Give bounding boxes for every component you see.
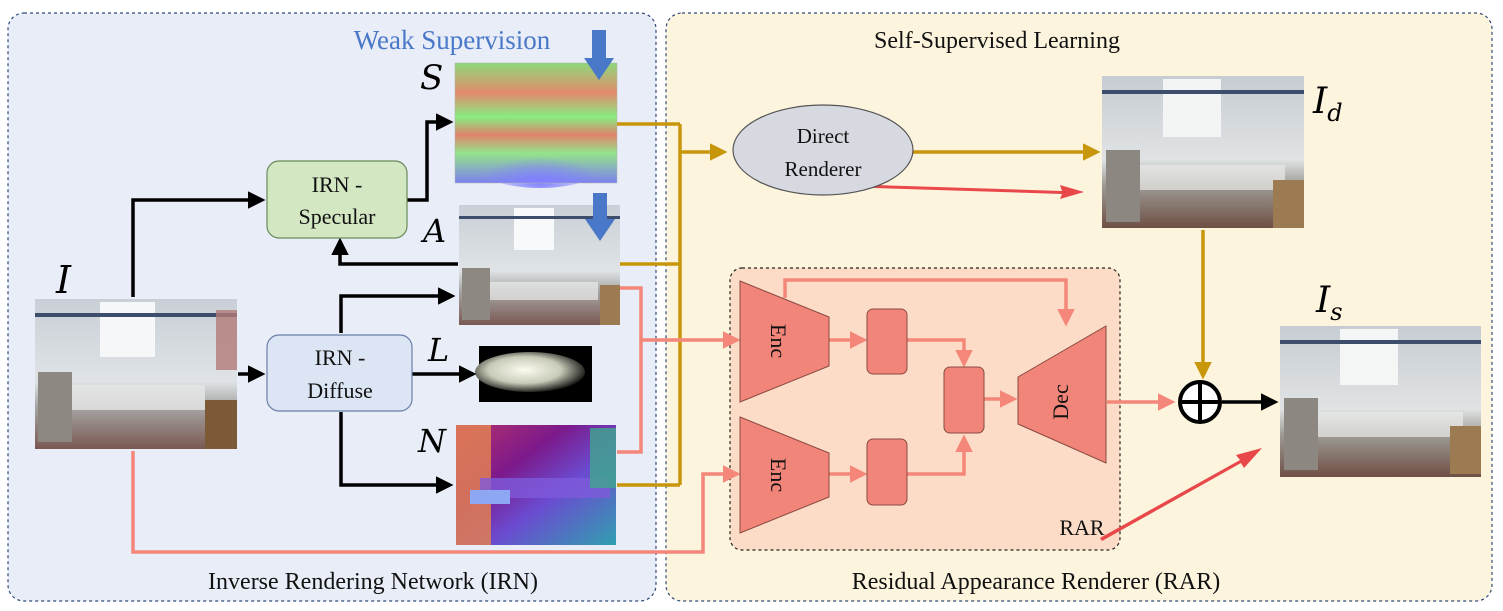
rar-encoder-top: Enc — [739, 280, 830, 403]
irn-diffuse-module: IRN - Diffuse — [266, 334, 413, 412]
red-arrow-to-direct-render — [812, 183, 1084, 199]
irn-specular-line2: Specular — [299, 204, 377, 229]
rar-decoder-label: Dec — [1048, 384, 1073, 420]
sum-node-icon — [1178, 380, 1222, 424]
rar-label: RAR — [1059, 515, 1105, 540]
rar-latent-bottom — [866, 438, 908, 506]
a-to-specular-arrow — [331, 237, 458, 266]
direct-renderer-line2: Renderer — [785, 157, 862, 181]
n-to-top-enc-line — [617, 340, 643, 454]
irn-specular-module: IRN - Specular — [266, 160, 408, 239]
input-symbol: I — [55, 258, 72, 302]
lighting-symbol: L — [427, 331, 449, 369]
input-to-specular-arrow — [131, 191, 266, 297]
irn-connections — [131, 113, 1279, 494]
rar-merge-block — [943, 366, 985, 434]
irn-panel-title: Inverse Rendering Network (IRN) — [208, 569, 538, 595]
diffuse-to-a-arrow — [339, 287, 456, 333]
latent-top-to-merge-arrow — [906, 338, 973, 368]
irn-specular-line1: IRN - — [312, 172, 363, 197]
rar-encoder-bottom: Enc — [739, 416, 830, 534]
specular-symbol: S — [420, 58, 443, 98]
weak-supervision-arrow-specular — [584, 30, 614, 80]
direct-renderer-module: Direct Renderer — [732, 104, 914, 196]
rar-panel-footer: Residual Appearance Renderer (RAR) — [852, 569, 1221, 595]
albedo-symbol: A — [420, 212, 446, 250]
rar-encoder-bottom-label: Enc — [766, 458, 791, 492]
a-to-top-enc-arrow — [620, 286, 741, 349]
specular-map-image — [454, 62, 618, 188]
gold-connections — [617, 122, 1212, 487]
direct-render-symbol-main: I — [1312, 81, 1328, 122]
latent-bottom-to-merge-arrow — [906, 434, 973, 476]
direct-render-symbol-sub: d — [1327, 99, 1342, 127]
rar-encoder-top-label: Enc — [766, 324, 791, 358]
red-annotation-arrows — [812, 183, 1262, 541]
normal-map-image — [456, 425, 616, 545]
final-render-symbol: Is — [1315, 280, 1343, 326]
direct-render-symbol: Id — [1312, 81, 1343, 127]
direct-render-image — [1102, 76, 1304, 228]
irn-diffuse-line2: Diffuse — [307, 378, 373, 403]
direct-renderer-line1: Direct — [797, 124, 850, 148]
pink-connections — [131, 278, 1176, 554]
normal-symbol: N — [417, 422, 447, 460]
skip-connection-arrow — [783, 278, 1075, 327]
rar-decoder: Dec — [1017, 325, 1107, 464]
irn-diffuse-line1: IRN - — [315, 345, 366, 370]
lighting-map-image — [475, 346, 592, 402]
diffuse-to-n-arrow — [339, 412, 454, 494]
rar-latent-top — [866, 308, 908, 375]
weak-supervision-label: Weak Supervision — [354, 25, 551, 55]
final-render-symbol-sub: s — [1330, 298, 1342, 326]
specular-to-s-arrow — [407, 113, 454, 202]
ssl-panel-title: Self-Supervised Learning — [874, 28, 1120, 54]
input-to-bottom-enc-arrow — [131, 451, 741, 554]
weak-supervision-arrow-albedo — [585, 193, 615, 241]
red-arrow-to-final-render — [1100, 448, 1262, 541]
input-image — [35, 299, 237, 449]
final-render-image — [1280, 326, 1481, 477]
final-render-symbol-main: I — [1315, 280, 1331, 321]
